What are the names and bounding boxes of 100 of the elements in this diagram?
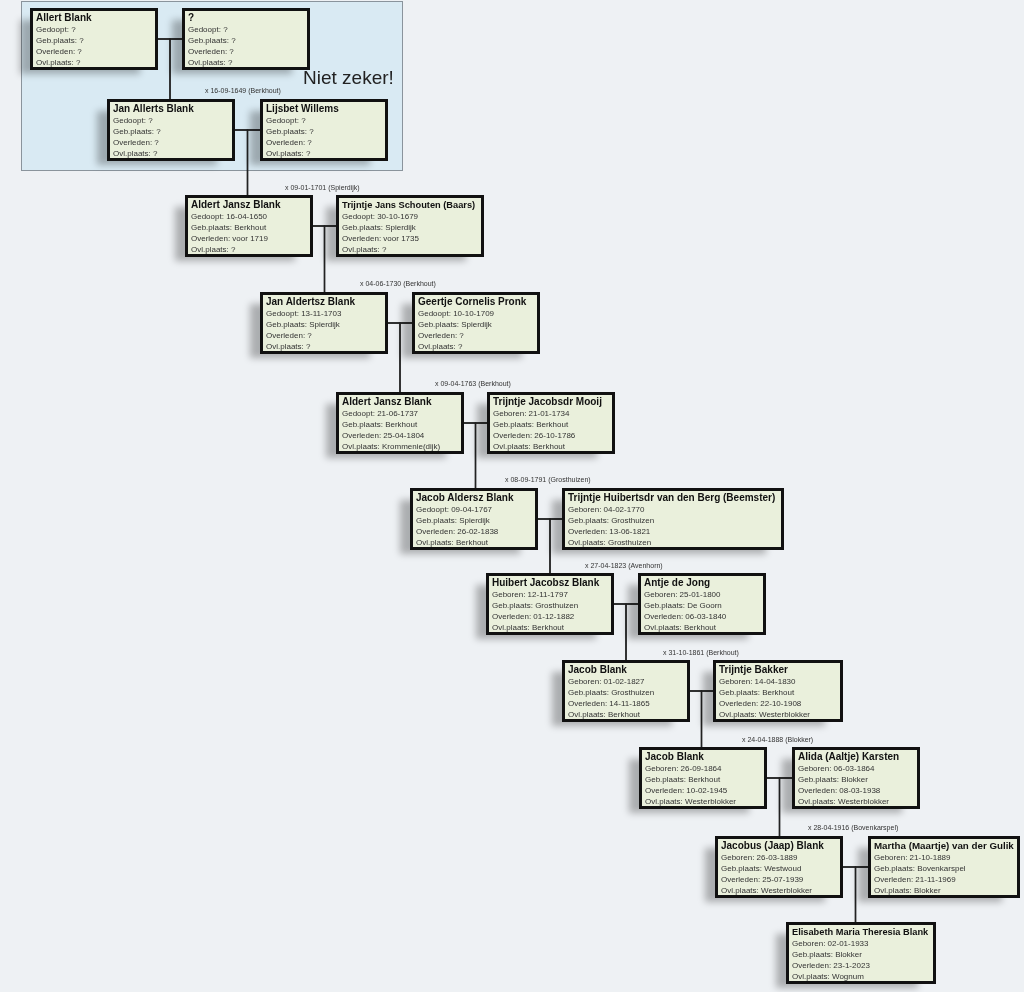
person-box — [336, 392, 464, 454]
person-detail: Geboren: 25-01-1800 — [644, 589, 722, 600]
person-detail: Gedoopt: 10-10-1709 — [418, 308, 496, 319]
person-box — [410, 488, 538, 550]
person-detail: Overleden: 26-02-1838 — [416, 526, 500, 537]
descent-line — [854, 866, 869, 923]
descent-line — [778, 777, 793, 837]
person-detail: Gedoopt: ? — [266, 115, 307, 126]
person-box — [486, 573, 614, 635]
person-detail: Overleden: 14-11-1865 — [568, 698, 651, 709]
person-name: Alida (Aaltje) Karsten — [798, 751, 901, 763]
descent-line — [399, 322, 413, 393]
person-detail: Overleden: voor 1719 — [191, 233, 269, 244]
person-detail: Geboren: 21-10-1889 — [874, 852, 952, 863]
person-detail: Ovl.plaats: ? — [188, 57, 234, 68]
person-detail: Overleden: 25-07-1939 — [721, 874, 805, 885]
person-detail: Ovl.plaats: Berkhout — [492, 622, 566, 633]
person-name: Elisabeth Maria Theresia Blank — [792, 926, 930, 938]
person-name: Trijntje Jans Schouten (Baars) — [342, 199, 477, 211]
person-detail: Ovl.plaats: Berkhout — [568, 709, 642, 720]
person-box — [713, 660, 843, 722]
person-detail: Overleden: 13-06-1821 — [568, 526, 652, 537]
person-detail: Gedoopt: 16-04-1650 — [191, 211, 269, 222]
person-detail: Overleden: 23-1-2023 — [792, 960, 871, 971]
person-detail: Geb.plaats: Bovenkarspel — [874, 863, 967, 874]
person-name: Martha (Maartje) van der Gulik — [874, 840, 1014, 852]
person-detail: Geb.plaats: ? — [188, 35, 237, 46]
person-detail: Geb.plaats: Spierdijk — [342, 222, 417, 233]
person-box — [639, 747, 767, 809]
person-detail: Ovl.plaats: Wognum — [792, 971, 865, 982]
person-name: ? — [188, 12, 196, 24]
person-box — [868, 836, 1020, 898]
person-detail: Ovl.plaats: ? — [418, 341, 464, 352]
person-name: Allert Blank — [36, 12, 93, 24]
person-detail: Ovl.plaats: Blokker — [874, 885, 942, 896]
person-box — [562, 660, 690, 722]
person-box — [792, 747, 920, 809]
person-detail: Overleden: 22-10-1908 — [719, 698, 803, 709]
person-detail: Geboren: 14-04-1830 — [719, 676, 797, 687]
person-box — [182, 8, 310, 70]
person-name: Jan Allerts Blank — [113, 103, 195, 115]
person-detail: Geb.plaats: Westwoud — [721, 863, 803, 874]
person-name: Jan Aldertsz Blank — [266, 296, 357, 308]
person-detail: Ovl.plaats: Berkhout — [644, 622, 718, 633]
person-detail: Ovl.plaats: Westerblokker — [719, 709, 811, 720]
person-detail: Overleden: ? — [36, 46, 83, 57]
person-box — [185, 195, 313, 257]
person-detail: Geb.plaats: Berkhout — [719, 687, 796, 698]
person-detail: Geb.plaats: De Goorn — [644, 600, 723, 611]
person-detail: Geboren: 02-01-1933 — [792, 938, 870, 949]
person-detail: Overleden: ? — [266, 137, 313, 148]
person-detail: Geboren: 12-11-1797 — [492, 589, 569, 600]
person-detail: Geb.plaats: Spierdijk — [416, 515, 491, 526]
uncertain-area — [21, 1, 403, 171]
person-name: Lijsbet Willems — [266, 103, 340, 115]
person-detail: Geb.plaats: Berkhout — [645, 774, 722, 785]
descent-line — [169, 38, 183, 100]
person-box — [412, 292, 540, 354]
person-detail: Geb.plaats: Grosthuizen — [568, 687, 656, 698]
person-detail: Gedoopt: 21-06-1737 — [342, 408, 420, 419]
band-title: Niet zeker! — [303, 67, 394, 89]
person-name: Aldert Jansz Blank — [191, 199, 282, 211]
person-box — [260, 292, 388, 354]
person-detail: Overleden: 25-04-1804 — [342, 430, 426, 441]
person-detail: Geb.plaats: Blokker — [798, 774, 869, 785]
descent-line — [700, 690, 714, 748]
person-detail: Overleden: 21-11-1969 — [874, 874, 957, 885]
person-detail: Geb.plaats: Berkhout — [342, 419, 419, 430]
person-name: Huibert Jacobsz Blank — [492, 577, 601, 589]
person-detail: Ovl.plaats: Westerblokker — [798, 796, 890, 807]
person-name: Jacobus (Jaap) Blank — [721, 840, 825, 852]
person-detail: Ovl.plaats: Westerblokker — [721, 885, 813, 896]
person-detail: Geb.plaats: Spierdijk — [418, 319, 493, 330]
person-name: Aldert Jansz Blank — [342, 396, 433, 408]
person-box — [715, 836, 843, 898]
person-name: Jacob Aldersz Blank — [416, 492, 515, 504]
person-detail: Geb.plaats: Spierdijk — [266, 319, 341, 330]
person-detail: Geboren: 01-02-1827 — [568, 676, 646, 687]
person-detail: Gedoopt: 13-11-1703 — [266, 308, 343, 319]
person-box — [562, 488, 784, 550]
person-detail: Gedoopt: ? — [36, 24, 77, 35]
person-detail: Ovl.plaats: ? — [191, 244, 237, 255]
person-detail: Geb.plaats: ? — [113, 126, 162, 137]
person-name: Trijntje Bakker — [719, 664, 789, 676]
person-detail: Overleden: ? — [113, 137, 160, 148]
person-detail: Overleden: 01-12-1882 — [492, 611, 576, 622]
person-detail: Ovl.plaats: Berkhout — [493, 441, 567, 452]
person-detail: Geb.plaats: Berkhout — [493, 419, 570, 430]
person-detail: Overleden: 10-02-1945 — [645, 785, 729, 796]
person-box — [30, 8, 158, 70]
person-name: Antje de Jong — [644, 577, 712, 589]
person-detail: Geb.plaats: ? — [36, 35, 85, 46]
person-detail: Geb.plaats: Berkhout — [191, 222, 268, 233]
person-detail: Overleden: 08-03-1938 — [798, 785, 882, 796]
person-detail: Overleden: ? — [418, 330, 465, 341]
descent-line — [246, 129, 261, 196]
person-detail: Overleden: voor 1735 — [342, 233, 420, 244]
person-detail: Geboren: 04-02-1770 — [568, 504, 646, 515]
person-detail: Ovl.plaats: ? — [266, 148, 312, 159]
person-detail: Geboren: 21-01-1734 — [493, 408, 571, 419]
